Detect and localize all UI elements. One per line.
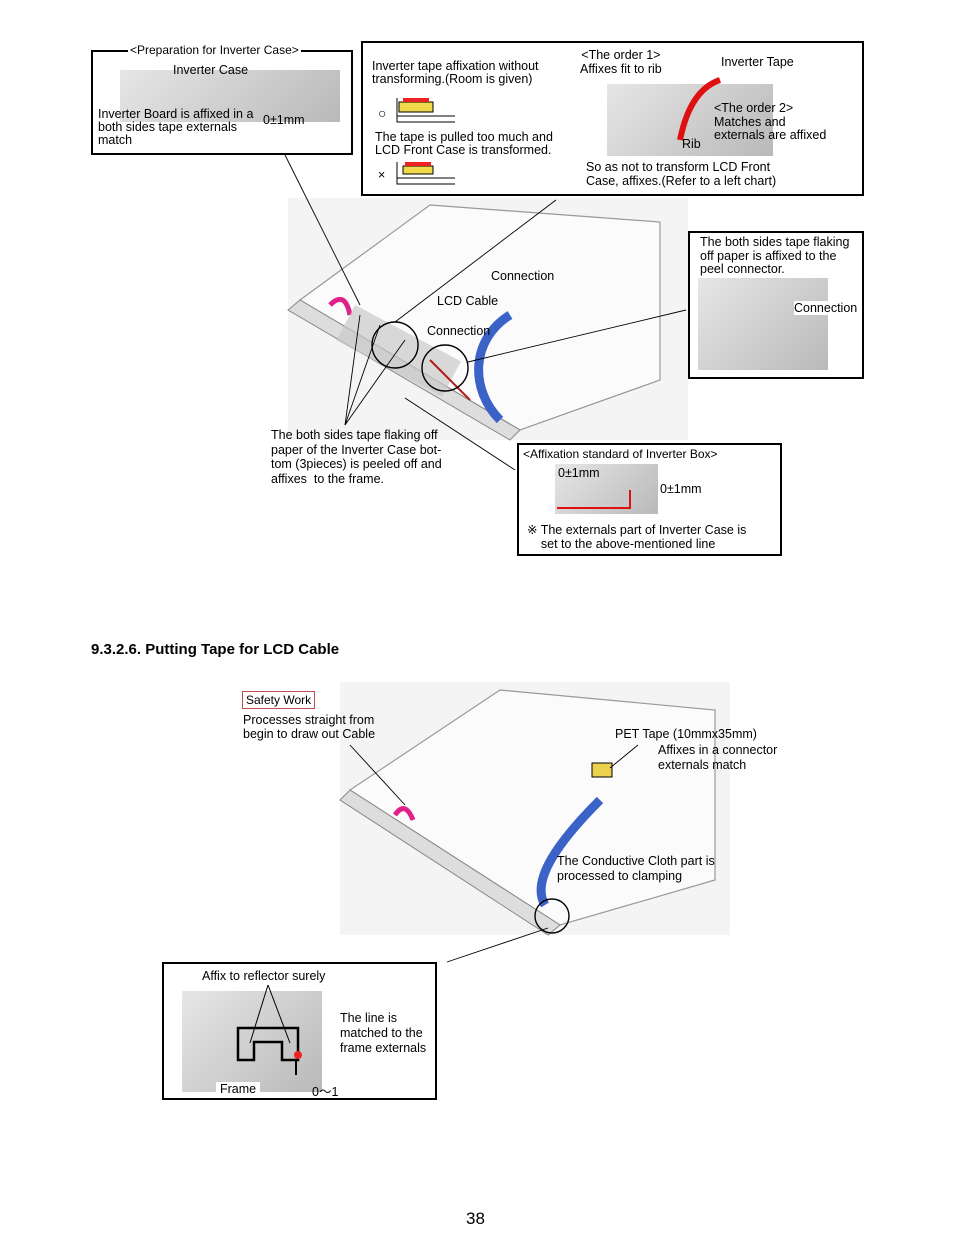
reflector-note: Affix to reflector surely [202,969,326,983]
good-note: Inverter tape affixation without transfo… [372,59,539,86]
tape-peel-note: The both sides tape flaking off paper of… [271,428,442,486]
processes-note: Processes straight from begin to draw ou… [243,713,376,741]
inverter-case-photo [120,70,340,122]
lcd-cable-label: LCD Cable [437,294,499,308]
leader-lines-bottom [349,744,639,963]
inverter-tape-mark [677,77,722,141]
pet-tape-label: PET Tape (10mmx35mm) [615,727,757,741]
standard-tol-1: 0±1mm [558,466,600,480]
conductive-cloth-note: The Conductive Cloth part is processed t… [557,854,715,883]
safety-work-badge: Safety Work [242,691,316,709]
rib-photo [607,84,773,156]
range-label: 0～1 [312,1085,339,1099]
lcd-frame-top [287,198,688,441]
connection-mid-label: Connection [427,324,491,338]
inverter-tape-label: Inverter Tape [721,55,794,69]
tolerance-label: 0±1mm [263,113,305,127]
page-number: 38 [466,1209,485,1228]
so-as-not-note: So as not to transform LCD Front Case, a… [586,160,777,188]
peel-note: The both sides tape flaking off paper is… [700,235,850,276]
good-tape-diagram [396,98,455,123]
standard-title: <Affixation standard of Inverter Box> [523,447,718,461]
affixes-connector-note: Affixes in a connector externals match [658,743,778,772]
good-mark: ○ [378,105,387,121]
reflector-tape-outline [236,985,302,1075]
lcd-frame-bottom [339,682,730,936]
order2-label: <The order 2> Matches and externals are … [714,101,827,142]
standard-red-line [557,490,631,509]
line-matched-note: The line is matched to the frame externa… [340,1011,427,1055]
order1-label: <The order 1> Affixes fit to rib [580,48,662,76]
peel-photo [698,278,828,370]
peel-connection-label: Connection [794,301,858,315]
standard-tol-2: 0±1mm [660,482,702,496]
standard-note: ※ The externals part of Inverter Case is… [527,523,747,551]
frame-label: Frame [216,1082,261,1096]
board-note: Inverter Board is affixed in a both side… [98,107,254,147]
section-heading: 9.3.2.6. Putting Tape for LCD Cable [91,641,340,658]
connection-top-label: Connection [491,269,555,283]
standard-photo [555,464,658,514]
inverter-case-label: Inverter Case [173,63,249,77]
bad-note: The tape is pulled too much and LCD Fron… [375,130,553,157]
preparation-title: <Preparation for Inverter Case> [128,43,301,57]
rib-label: Rib [682,137,701,151]
bad-tape-diagram [396,162,455,185]
bad-mark: × [378,168,386,182]
leader-lines-top [284,154,687,471]
